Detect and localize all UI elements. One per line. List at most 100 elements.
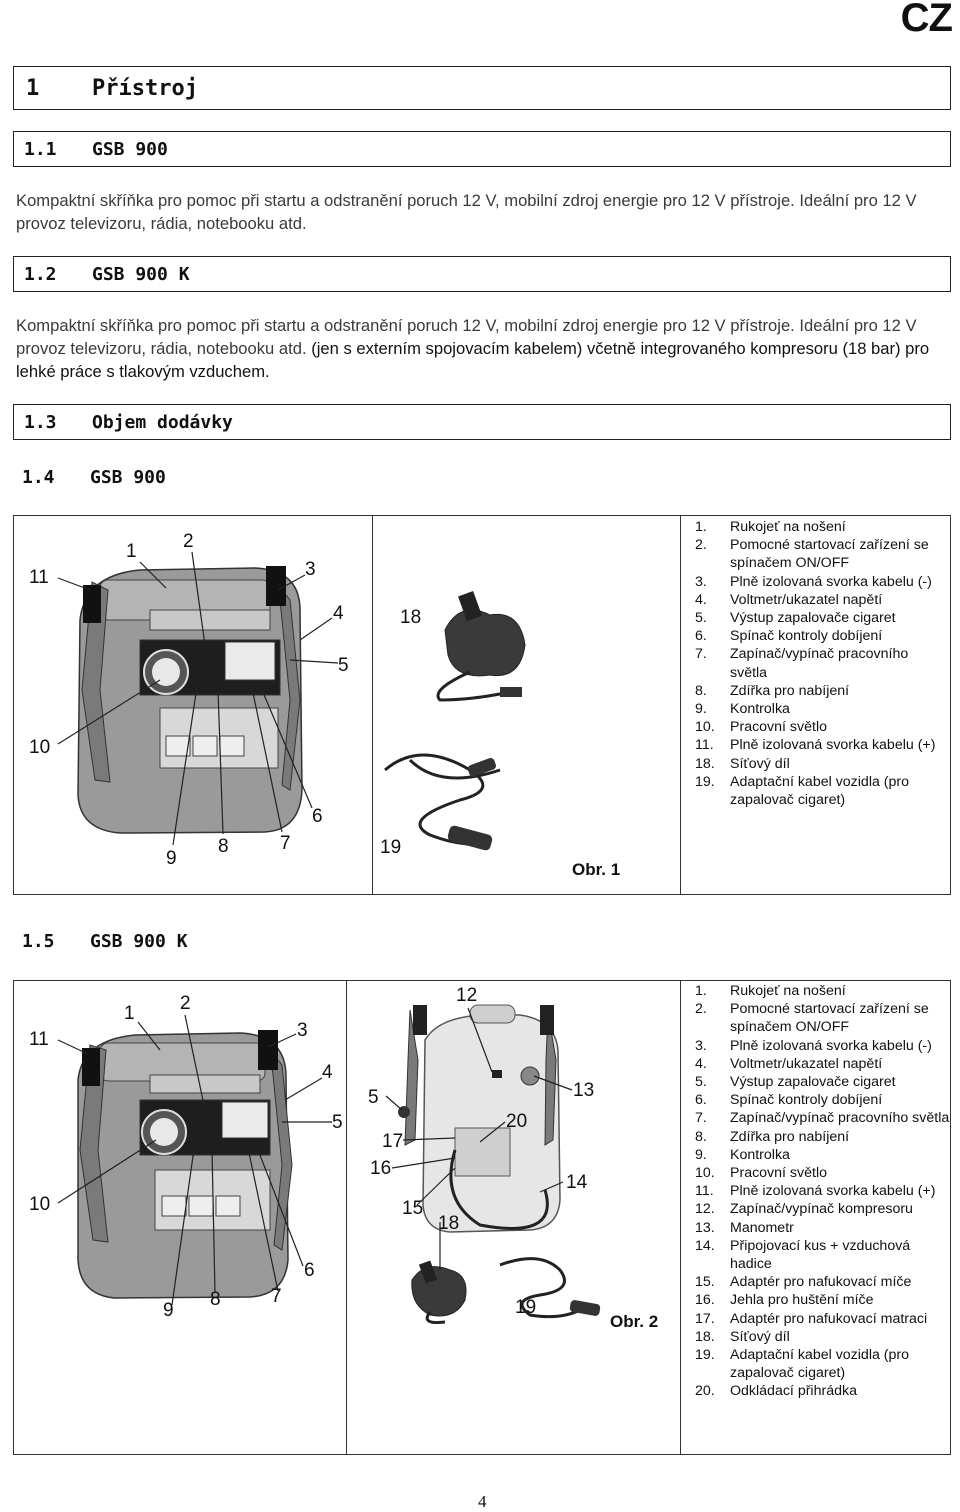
legend-text: Jehla pro huštění míče	[730, 1292, 874, 1309]
section-number: 1.4	[22, 467, 55, 488]
legend-number: 1.	[695, 983, 707, 999]
legend-item: 10. Pracovní světlo	[695, 718, 945, 736]
legend-number: 20.	[695, 1383, 715, 1400]
callout-18: 18	[400, 607, 422, 628]
legend-text: Pracovní světlo	[730, 719, 827, 736]
chapter-number: 1	[26, 76, 40, 101]
callout-6: 6	[312, 806, 323, 827]
legend-item: 8. Zdířka pro nabíjení	[695, 1128, 950, 1146]
legend-text: Zapínač/vypínač pracovního světla	[730, 1110, 950, 1127]
figure-divider	[680, 980, 681, 1455]
legend-number: 5.	[695, 1074, 707, 1091]
legend-number: 19.	[695, 773, 715, 790]
callout-19: 19	[380, 837, 402, 858]
legend-text: Adaptér pro nafukovací míče	[730, 1274, 912, 1291]
callout-9: 9	[163, 1300, 174, 1321]
legend-text: Síťový díl	[730, 1328, 790, 1345]
legend-text: Odkládací přihrádka	[730, 1383, 857, 1400]
figure-1	[13, 515, 951, 895]
callout-16: 16	[370, 1158, 392, 1179]
legend-text: Kontrolka	[730, 1146, 790, 1163]
legend-text: Pomocné startovací zařízení se spínačem …	[730, 537, 929, 572]
legend-number: 4.	[695, 591, 707, 608]
legend-number: 1.	[695, 519, 707, 535]
paragraph: Kompaktní skříňka pro pomoc při startu a…	[16, 191, 917, 233]
legend-item: 20. Odkládací přihrádka	[695, 1382, 950, 1400]
legend-item: 7.Zapínač/vypínač pracovního světla	[695, 645, 945, 681]
legend-number: 16.	[695, 1292, 715, 1309]
legend-item: 5.Výstup zapalovače cigaret	[695, 1073, 950, 1091]
legend-number: 6.	[695, 628, 707, 645]
legend-text: Síťový díl	[730, 755, 790, 772]
legend-text: Plně izolovaná svorka kabelu (-)	[730, 1037, 932, 1054]
legend-text: Rukojeť na nošení	[730, 983, 846, 999]
legend-item: 17.Adaptér pro nafukovací matraci	[695, 1310, 950, 1328]
legend-text: Pracovní světlo	[730, 1165, 827, 1182]
legend-item: 15. Adaptér pro nafukovací míče	[695, 1273, 950, 1291]
section-title: Objem dodávky	[92, 412, 233, 433]
legend-item: 19.Adaptační kabel vozidla (pro zapalova…	[695, 1346, 950, 1382]
figure-divider	[346, 980, 347, 1455]
figure-1-legend: 1. Rukojeť na nošení 2. Pomocné startovací …	[695, 518, 945, 809]
legend-item: 2.Pomocné startovací zařízení se spínače…	[695, 1000, 950, 1036]
legend-item: 9.Kontrolka	[695, 700, 945, 718]
legend-text: Manometr	[730, 1219, 794, 1236]
legend-item: 4. Voltmetr/ukazatel napětí	[695, 591, 945, 609]
callout-7: 7	[280, 833, 291, 854]
figure-divider	[680, 515, 681, 895]
legend-number: 2.	[695, 537, 707, 554]
callout-12: 12	[456, 985, 478, 1006]
legend-number: 8.	[695, 1128, 707, 1145]
section-title: GSB 900 K	[92, 264, 190, 285]
legend-text: Adaptér pro nafukovací matraci	[730, 1310, 928, 1327]
legend-text: Voltmetr/ukazatel napětí	[730, 591, 883, 608]
legend-number: 10.	[695, 719, 715, 736]
section-heading-1-1: 1.1 GSB 900	[13, 131, 951, 167]
legend-number: 12.	[695, 1201, 715, 1218]
legend-text: Spínač kontroly dobíjení	[730, 1092, 883, 1109]
callout-18: 18	[438, 1213, 460, 1234]
callout-5: 5	[332, 1112, 343, 1133]
section-1-1-text: Kompaktní skříňka pro pomoc při startu a…	[16, 189, 951, 235]
legend-number: 18.	[695, 1328, 715, 1345]
callout-15: 15	[402, 1198, 424, 1219]
section-number: 1.5	[22, 931, 55, 952]
legend-number: 4.	[695, 1055, 707, 1072]
callout-13: 13	[573, 1080, 595, 1101]
callout-11: 11	[29, 1029, 49, 1050]
paragraph-part: Kompaktní skříňka pro pomoc při startu a…	[16, 316, 917, 358]
legend-item: 3.Plně izolovaná svorka kabelu (-)	[695, 573, 945, 591]
callout-3: 3	[297, 1020, 308, 1041]
legend-item: 16. Jehla pro huštění míče	[695, 1291, 950, 1309]
legend-number: 6.	[695, 1092, 707, 1109]
section-title: GSB 900 K	[90, 931, 188, 952]
section-title: GSB 900	[90, 467, 166, 488]
section-heading-1-4: 1.4 GSB 900	[22, 467, 166, 488]
legend-text: Adaptační kabel vozidla (pro zapalovač c…	[730, 773, 910, 809]
legend-number: 15.	[695, 1274, 715, 1291]
legend-text: Rukojeť na nošení	[730, 519, 846, 535]
legend-text: Spínač kontroly dobíjení	[730, 628, 883, 645]
legend-item: 11.Plně izolovaná svorka kabelu (+)	[695, 736, 945, 754]
legend-number: 9.	[695, 1146, 707, 1163]
paragraph-part: (jen s externím spojovacím kabelem) včet…	[16, 339, 930, 381]
figure-caption: Obr. 1	[572, 860, 621, 879]
section-heading-1-5: 1.5 GSB 900 K	[22, 931, 188, 952]
legend-number: 18.	[695, 755, 715, 772]
callout-2: 2	[183, 531, 194, 552]
legend-text: Kontrolka	[730, 701, 790, 718]
legend-text: Zdířka pro nabíjení	[730, 1128, 850, 1145]
legend-item: 8.Zdířka pro nabíjení	[695, 682, 945, 700]
legend-number: 14.	[695, 1237, 715, 1254]
callout-3: 3	[305, 559, 316, 580]
section-number: 1.2	[24, 264, 57, 285]
callout-9: 9	[166, 848, 177, 869]
legend-item: 12.Zapínač/vypínač kompresoru	[695, 1200, 950, 1218]
legend-number: 19.	[695, 1347, 715, 1364]
legend-number: 7.	[695, 646, 707, 663]
section-1-2-text: Kompaktní skříňka pro pomoc při startu a…	[16, 314, 951, 383]
legend-text: Plně izolovaná svorka kabelu (+)	[730, 1183, 936, 1200]
legend-item: 11.Plně izolovaná svorka kabelu (+)	[695, 1182, 950, 1200]
callout-7: 7	[271, 1286, 282, 1307]
